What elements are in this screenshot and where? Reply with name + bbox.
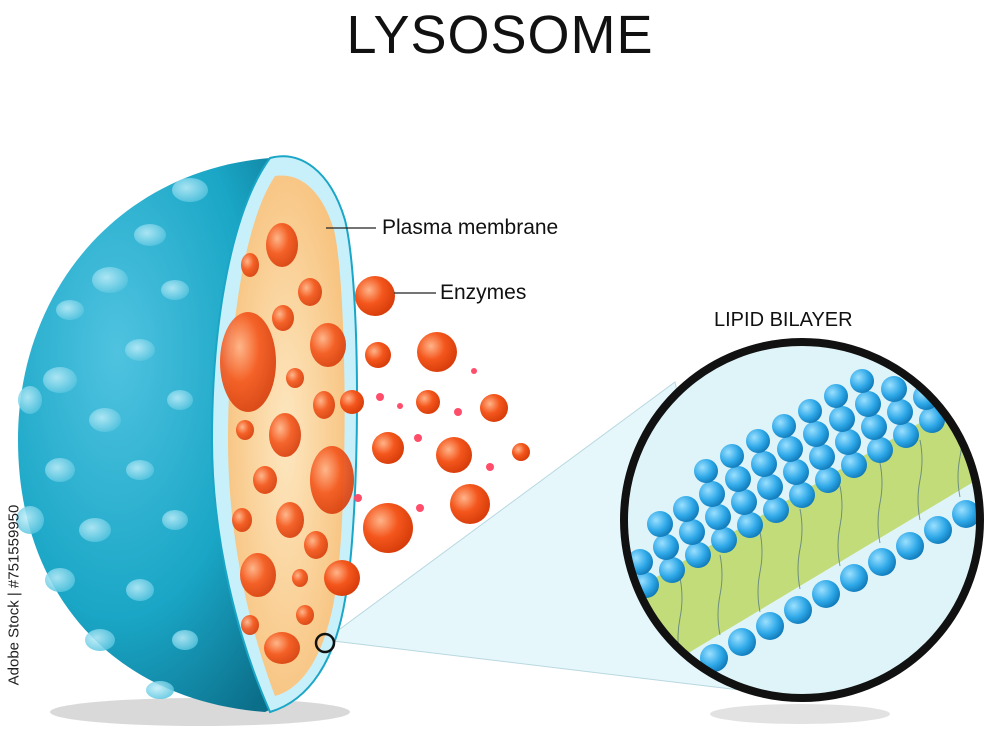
stock-id-text: Adobe Stock | #751559950 xyxy=(5,504,23,686)
small-enzyme-dots xyxy=(354,368,494,512)
lysosome-shadow xyxy=(50,698,350,726)
plasma-membrane-label: Plasma membrane xyxy=(382,216,559,239)
lipid-bilayer-detail xyxy=(624,369,980,698)
released-enzymes xyxy=(324,276,530,596)
membrane-bumps xyxy=(16,178,208,699)
internal-enzymes xyxy=(220,223,354,664)
enzymes-label: Enzymes xyxy=(440,281,527,304)
zoom-marker xyxy=(314,632,336,654)
diagram-title: LYSOSOME xyxy=(346,5,654,65)
lens-shadow xyxy=(710,704,890,724)
stock-id-watermark: Adobe Stock | #751559950 xyxy=(2,490,26,700)
lipid-bilayer-label: LIPID BILAYER xyxy=(714,309,853,331)
lens-frame xyxy=(620,338,984,702)
